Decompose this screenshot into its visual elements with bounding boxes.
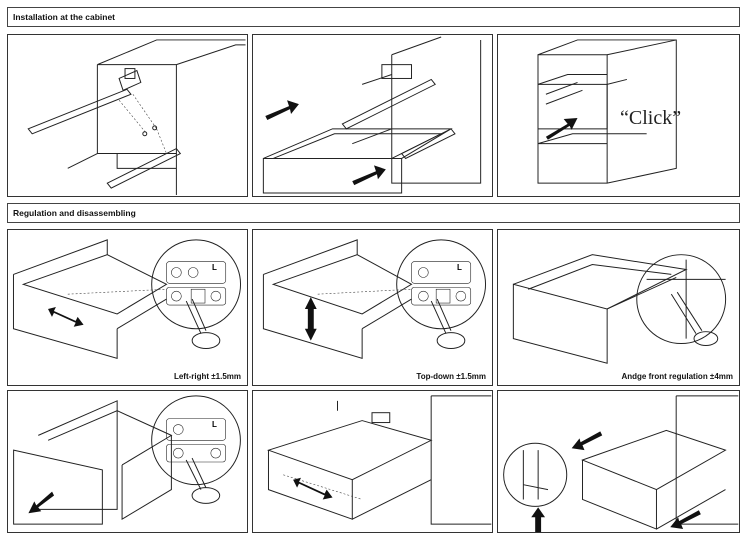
- label-letter: L: [212, 263, 217, 272]
- zoom-circle: [636, 254, 727, 345]
- panel-top-down: L Top-down ±1.5mm: [252, 229, 493, 386]
- angle-caption: Andge front regulation ±4mm: [621, 372, 733, 381]
- zoom-circle: [151, 239, 242, 330]
- top-down-arrow: [304, 297, 317, 341]
- top-down-caption: Top-down ±1.5mm: [416, 372, 486, 381]
- push-arrow-lower: [352, 165, 386, 186]
- screwdriver-handle: [191, 332, 221, 349]
- installation-header: Installation at the cabinet: [7, 7, 740, 27]
- label-letter: L: [457, 263, 462, 272]
- panel-drawer-removal: [497, 390, 740, 533]
- front-removal-illustration: [13, 395, 241, 525]
- push-arrow: [545, 117, 578, 140]
- depth-arrow: [293, 477, 333, 500]
- click-illustration: [537, 39, 677, 184]
- regulation-title: Regulation and disassembling: [13, 208, 136, 218]
- screwdriver-handle: [191, 487, 221, 504]
- panel-depth-adjust: [252, 390, 493, 533]
- push-arrow-upper: [265, 100, 299, 120]
- click-label: “Click”: [620, 107, 682, 129]
- drawer-removal-illustration: [503, 395, 739, 532]
- drawer-insert-illustration: [262, 36, 482, 194]
- panel-left-right: L Left-right ±1.5mm: [7, 229, 248, 386]
- pull-arrow: [28, 491, 55, 514]
- drawer-front: [512, 283, 608, 364]
- depth-adjust-illustration: [266, 395, 492, 525]
- left-right-arrow: [48, 307, 84, 327]
- installation-title: Installation at the cabinet: [13, 12, 116, 22]
- up-arrow: [531, 507, 546, 532]
- panel-drawer-insert: [252, 34, 493, 197]
- drawer-front-removed: [13, 449, 103, 525]
- left-right-illustration: [12, 239, 242, 359]
- label-letter: L: [212, 420, 217, 429]
- screwdriver-handle: [436, 332, 466, 349]
- panel-click: “Click”: [497, 34, 740, 197]
- pull-arrow-bottom: [670, 510, 701, 530]
- screwdriver-handle: [693, 331, 719, 347]
- panel-angle-front: Andge front regulation ±4mm: [497, 229, 740, 386]
- zoom-circle: [151, 395, 241, 486]
- drawer-front-closed: [537, 83, 608, 130]
- rail-mounting-illustration: [27, 39, 246, 196]
- angle-front-illustration: [512, 254, 727, 364]
- zoom-circle: [503, 442, 568, 507]
- panel-front-removal: L: [7, 390, 248, 533]
- left-right-caption: Left-right ±1.5mm: [173, 372, 241, 381]
- regulation-header: Regulation and disassembling: [7, 203, 740, 223]
- top-down-illustration: [262, 239, 487, 360]
- zoom-circle: [396, 239, 487, 330]
- pull-arrow-top: [571, 431, 603, 451]
- drawer-front: [262, 157, 403, 194]
- panel-rail-mounting: [7, 34, 248, 197]
